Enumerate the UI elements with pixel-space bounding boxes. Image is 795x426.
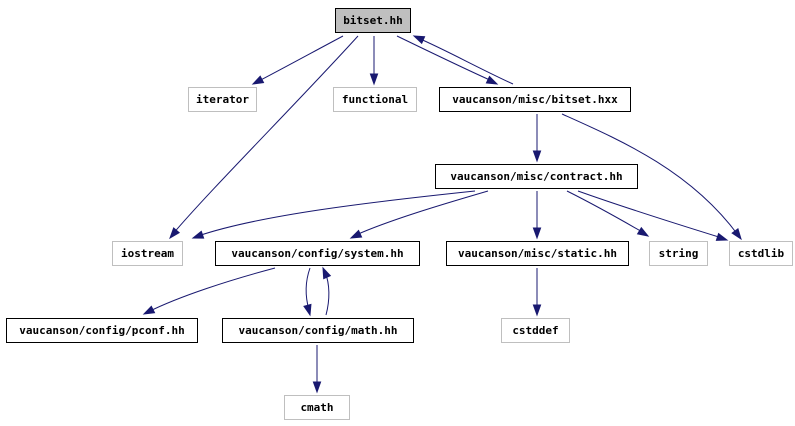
node-box — [333, 87, 417, 112]
node-cstddef: cstddef — [501, 318, 570, 343]
edge-contract-hh-to-string — [566, 190, 650, 237]
edge-arrowhead — [532, 150, 542, 163]
node-box — [501, 318, 570, 343]
edge-arrowhead — [169, 227, 181, 240]
node-label: string — [659, 247, 699, 260]
node-label: vaucanson/misc/contract.hh — [450, 170, 622, 183]
node-contract-hh[interactable]: vaucanson/misc/contract.hh — [435, 164, 638, 189]
edge-math-hh-to-cmath — [312, 345, 322, 394]
edge-bitset-hh-to-bitset-hxx — [396, 35, 499, 85]
node-static-hh[interactable]: vaucanson/misc/static.hh — [446, 241, 629, 266]
node-label: vaucanson/config/pconf.hh — [19, 324, 185, 337]
node-label: iterator — [196, 93, 249, 106]
node-label: cstddef — [512, 324, 558, 337]
node-box — [446, 241, 629, 266]
node-box — [215, 241, 420, 266]
edge-arrowhead — [191, 230, 205, 239]
node-box — [6, 318, 198, 343]
node-label: cmath — [300, 401, 333, 414]
node-label: vaucanson/config/system.hh — [231, 247, 403, 260]
node-box — [188, 87, 257, 112]
edge-arrowhead — [142, 305, 156, 315]
node-cmath: cmath — [284, 395, 350, 420]
node-label: vaucanson/config/math.hh — [239, 324, 398, 337]
edge-arrowhead — [532, 227, 542, 240]
edge-bitset-hxx-to-cstdlib — [561, 113, 742, 241]
edge-arrowhead — [349, 229, 363, 239]
node-box — [112, 241, 183, 266]
node-label: functional — [342, 93, 408, 106]
node-box — [284, 395, 350, 420]
edge-static-hh-to-cstddef — [532, 268, 542, 317]
node-box — [435, 164, 638, 189]
node-cstdlib: cstdlib — [729, 241, 793, 266]
edge-arrowhead — [532, 304, 542, 317]
node-label: bitset.hh — [343, 14, 403, 27]
node-box — [439, 87, 631, 112]
node-functional: functional — [333, 87, 417, 112]
node-label: vaucanson/misc/bitset.hxx — [452, 93, 618, 106]
edge-contract-hh-to-cstdlib — [577, 190, 729, 241]
edge-bitset-hh-to-iterator — [251, 35, 344, 85]
edge-arrowhead — [322, 266, 332, 280]
edge-bitset-hxx-to-bitset-hh — [412, 35, 514, 85]
edge-contract-hh-to-system-hh — [349, 190, 489, 239]
edge-arrowhead — [303, 303, 312, 317]
edge-system-hh-to-math-hh — [303, 267, 312, 317]
edge-arrowhead — [715, 232, 729, 241]
node-label: iostream — [121, 247, 174, 260]
edge-line — [561, 113, 739, 236]
edge-contract-hh-to-iostream — [191, 190, 476, 239]
edge-line — [577, 190, 723, 239]
node-box — [649, 241, 708, 266]
node-math-hh[interactable]: vaucanson/config/math.hh — [222, 318, 414, 343]
edge-system-hh-to-pconf-hh — [142, 267, 276, 315]
edge-arrowhead — [369, 73, 379, 86]
node-box — [335, 8, 411, 33]
node-label: cstdlib — [738, 247, 785, 260]
edge-bitset-hxx-to-contract-hh — [532, 114, 542, 163]
edge-line — [396, 35, 493, 82]
edge-math-hh-to-system-hh — [322, 266, 332, 316]
node-iterator: iterator — [188, 87, 257, 112]
edge-arrowhead — [251, 75, 265, 85]
node-string: string — [649, 241, 708, 266]
edge-line — [355, 190, 489, 236]
edge-line — [417, 37, 514, 85]
edge-line — [254, 35, 344, 84]
node-system-hh[interactable]: vaucanson/config/system.hh — [215, 241, 420, 266]
edge-arrowhead — [731, 227, 742, 241]
node-label: vaucanson/misc/static.hh — [458, 247, 617, 260]
node-bitset-hh: bitset.hh — [335, 8, 411, 33]
edge-line — [171, 35, 359, 236]
edge-line — [147, 267, 276, 313]
edge-arrowhead — [412, 35, 426, 45]
edge-line — [566, 190, 645, 234]
edge-bitset-hh-to-iostream — [169, 35, 359, 240]
edge-arrowhead — [312, 381, 322, 394]
edge-bitset-hh-to-functional — [369, 36, 379, 86]
node-box — [222, 318, 414, 343]
nodes-layer: bitset.hh iterator functional vaucanson/mis… — [6, 8, 793, 420]
node-iostream: iostream — [112, 241, 183, 266]
node-pconf-hh[interactable]: vaucanson/config/pconf.hh — [6, 318, 198, 343]
node-box — [729, 241, 793, 266]
edges-layer — [142, 35, 742, 394]
edge-line — [305, 267, 311, 311]
edge-line — [324, 271, 330, 316]
edge-arrowhead — [485, 75, 499, 85]
edge-line — [197, 190, 476, 237]
edge-contract-hh-to-static-hh — [532, 191, 542, 240]
edge-arrowhead — [636, 226, 650, 237]
node-bitset-hxx[interactable]: vaucanson/misc/bitset.hxx — [439, 87, 631, 112]
